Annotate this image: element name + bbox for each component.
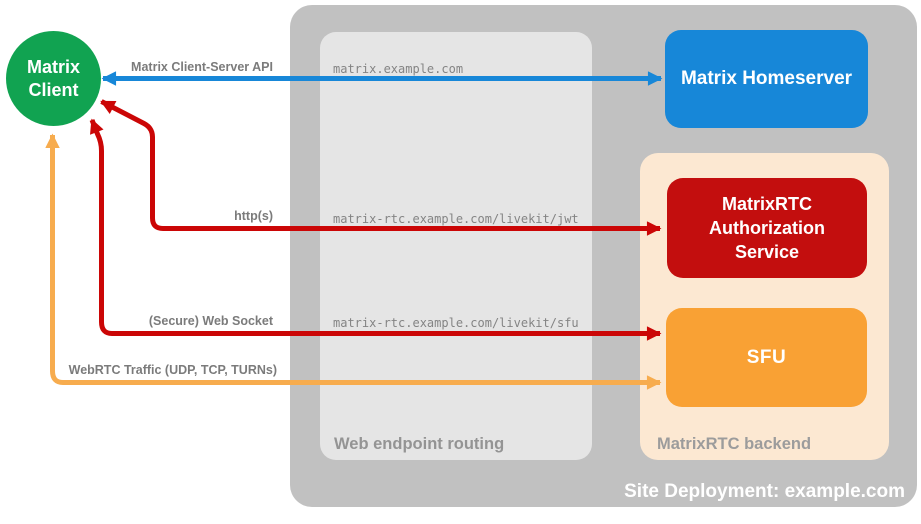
websocket-arrow-label: (Secure) Web Socket: [148, 314, 273, 328]
web-endpoint-routing-panel: [320, 32, 592, 460]
sfu-node: SFU: [666, 308, 867, 407]
http-arrow-label: http(s): [234, 209, 273, 223]
client-server-api-arrow-label: Matrix Client-Server API: [131, 60, 273, 74]
endpoint-matrix: matrix.example.com: [333, 62, 464, 76]
endpoint-livekit-sfu: matrix-rtc.example.com/livekit/sfu: [333, 316, 579, 330]
matrix-homeserver-node: Matrix Homeserver: [665, 30, 868, 128]
sfu-label: SFU: [746, 346, 787, 368]
matrix-homeserver-label: Matrix Homeserver: [680, 68, 853, 89]
matrixrtc-authorization-service-node: MatrixRTC Authorization Service: [667, 178, 867, 278]
matrixrtc-backend-title: MatrixRTC backend: [657, 435, 812, 453]
endpoint-livekit-jwt: matrix-rtc.example.com/livekit/jwt: [333, 212, 579, 226]
webrtc-arrow-label: WebRTC Traffic (UDP, TCP, TURNs): [68, 363, 277, 377]
matrix-client-node: Matrix Client: [6, 31, 101, 126]
site-deployment-title: Site Deployment: example.com: [624, 481, 905, 502]
web-endpoint-routing-title: Web endpoint routing: [334, 435, 505, 453]
matrix-client-label: Matrix Client: [26, 56, 80, 100]
matrixrtc-authorization-service-label: MatrixRTC Authorization Service: [709, 194, 825, 262]
